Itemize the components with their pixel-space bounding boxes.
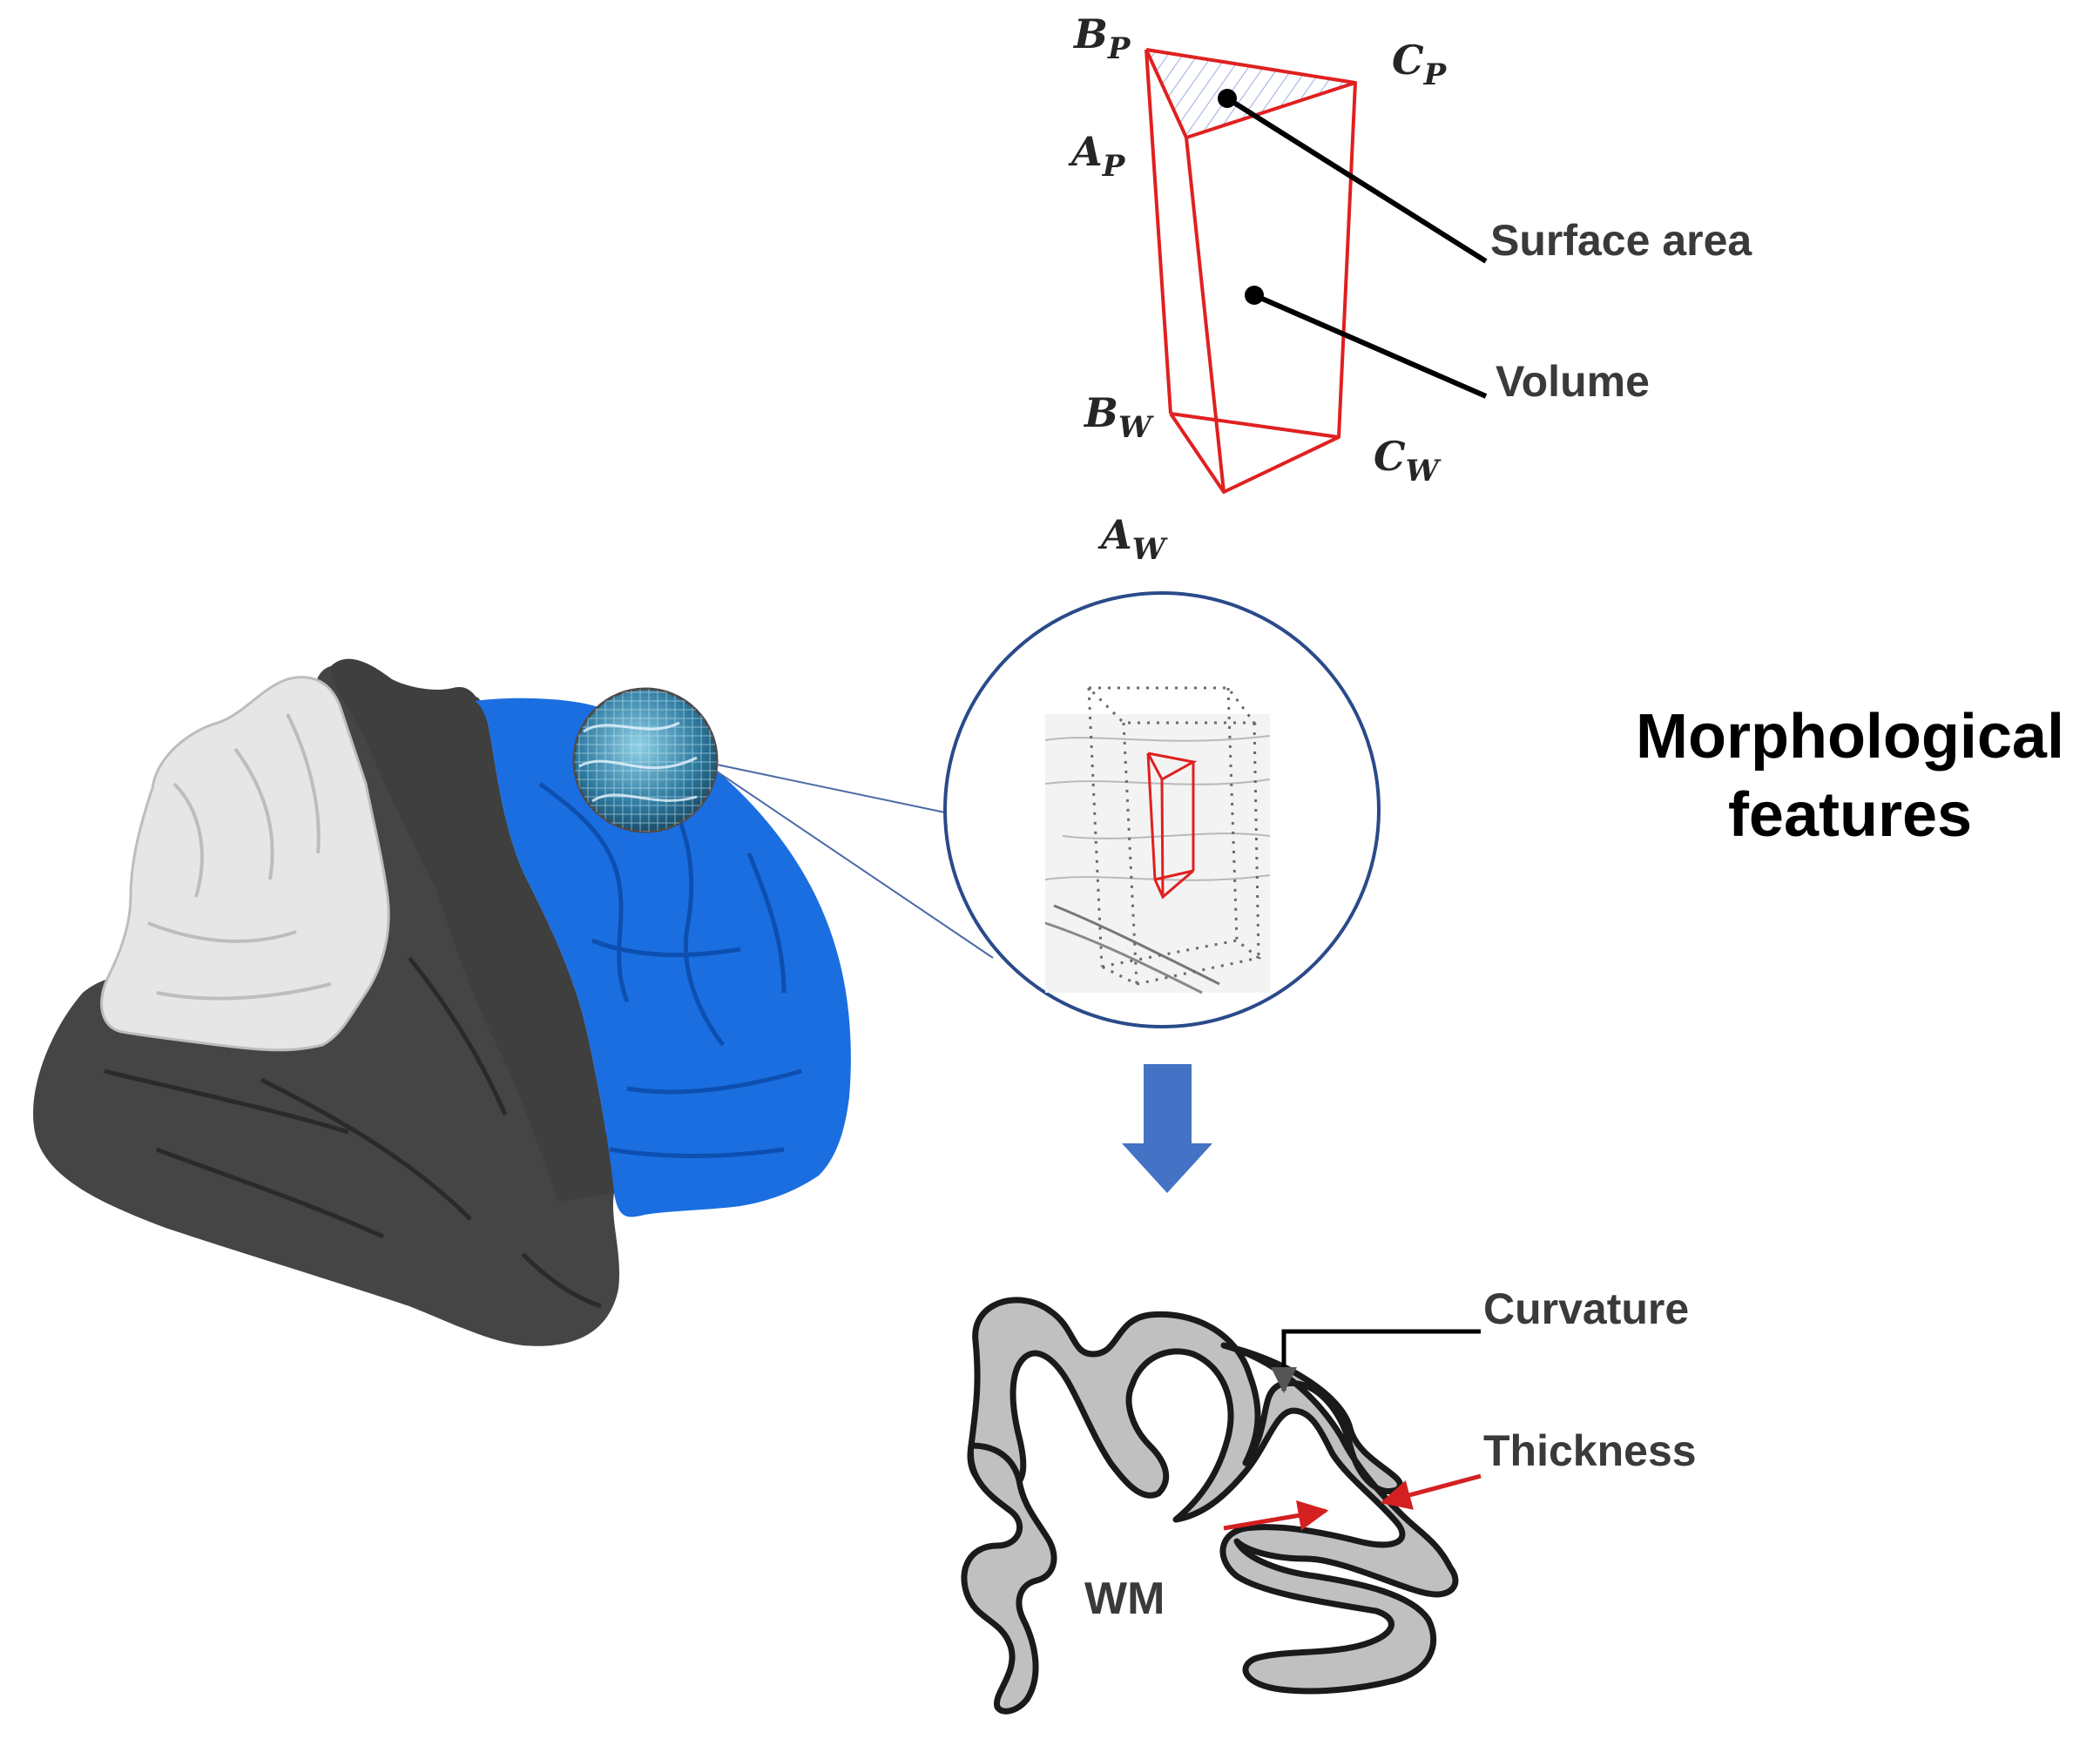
surface-area-label: Surface area — [1490, 216, 1752, 265]
vertex-label-cw: CW — [1374, 433, 1442, 489]
zoom-red-prism — [1146, 752, 1198, 900]
brain-blue-lobe — [475, 698, 851, 1217]
vertex-label-bp: BP — [1072, 10, 1131, 66]
prism-edge-right — [1337, 82, 1357, 438]
down-arrow — [1122, 1064, 1212, 1193]
volume-leader — [1253, 293, 1488, 399]
prism-edge-front — [1185, 137, 1226, 493]
tissue-texture — [1045, 714, 1270, 993]
surface-area-dot — [1218, 89, 1237, 108]
brain-light-lobe — [100, 676, 390, 1052]
vertex-label-ap: AP — [1068, 128, 1126, 184]
thickness-arrow-outer — [1380, 1473, 1482, 1510]
brain-light-folds — [147, 713, 332, 1001]
surface-area-leader — [1226, 96, 1488, 264]
prism-top-edges — [1145, 48, 1357, 139]
volume-label: Volume — [1496, 357, 1650, 406]
vertex-label-bw: BW — [1083, 389, 1154, 445]
title-line-2: features — [1728, 780, 1972, 850]
prism-edge-back-left — [1145, 49, 1172, 415]
volume-dot — [1245, 286, 1264, 305]
zoom-dotted-prism — [1087, 686, 1262, 986]
zoom-circle — [943, 591, 1381, 1028]
prism-top-face — [1146, 50, 1355, 138]
curvature-label: Curvature — [1483, 1284, 1689, 1333]
zoom-connector-bottom — [716, 771, 994, 959]
prism-diagram: Surface area Volume BP CP AP BW CW AW — [1068, 10, 1752, 567]
brain-dark-strip — [331, 658, 614, 1202]
cortical-ribbon-left — [961, 1442, 1057, 1715]
zoom-sphere — [572, 687, 719, 833]
vertex-label-aw: AW — [1097, 511, 1168, 567]
thickness-label: Thickness — [1483, 1426, 1697, 1475]
figure-title: Morphological features — [1636, 702, 2064, 850]
vertex-label-cp: CP — [1392, 37, 1448, 92]
cortex-cross-section: Curvature Thickness WM — [961, 1284, 1697, 1715]
brain-illustration — [33, 658, 851, 1346]
brain-dark-folds — [104, 956, 602, 1309]
thickness-arrow-inner — [1223, 1500, 1329, 1531]
zoom-connector-top — [716, 764, 946, 813]
prism-bottom-edges — [1169, 412, 1340, 494]
curvature-leader — [1271, 1329, 1481, 1393]
cortical-ribbon — [967, 1297, 1459, 1695]
wm-label: WM — [1084, 1574, 1165, 1624]
title-line-1: Morphological — [1636, 702, 2064, 772]
